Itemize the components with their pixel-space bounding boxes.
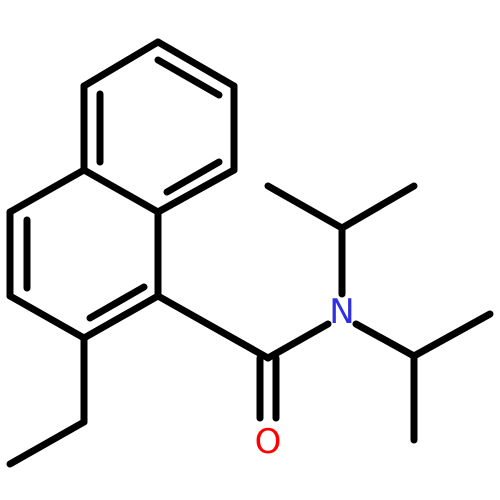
bond: [6, 166, 88, 216]
nitrogen-atom-label: N: [329, 292, 354, 332]
bond: [352, 320, 418, 360]
bond: [410, 310, 494, 360]
bond: [80, 292, 162, 342]
bond: [338, 182, 418, 232]
bond: [163, 158, 223, 196]
bond: [80, 166, 162, 216]
bond: [86, 283, 148, 322]
bond: [154, 166, 238, 216]
bond: [80, 38, 162, 90]
bond: [154, 38, 238, 90]
bond: [154, 292, 272, 362]
bond: [264, 182, 346, 232]
bond: [264, 320, 332, 362]
bond: [6, 292, 88, 342]
bond: [154, 56, 223, 99]
oxygen-atom-label: O: [255, 422, 282, 462]
bond: [6, 418, 88, 468]
